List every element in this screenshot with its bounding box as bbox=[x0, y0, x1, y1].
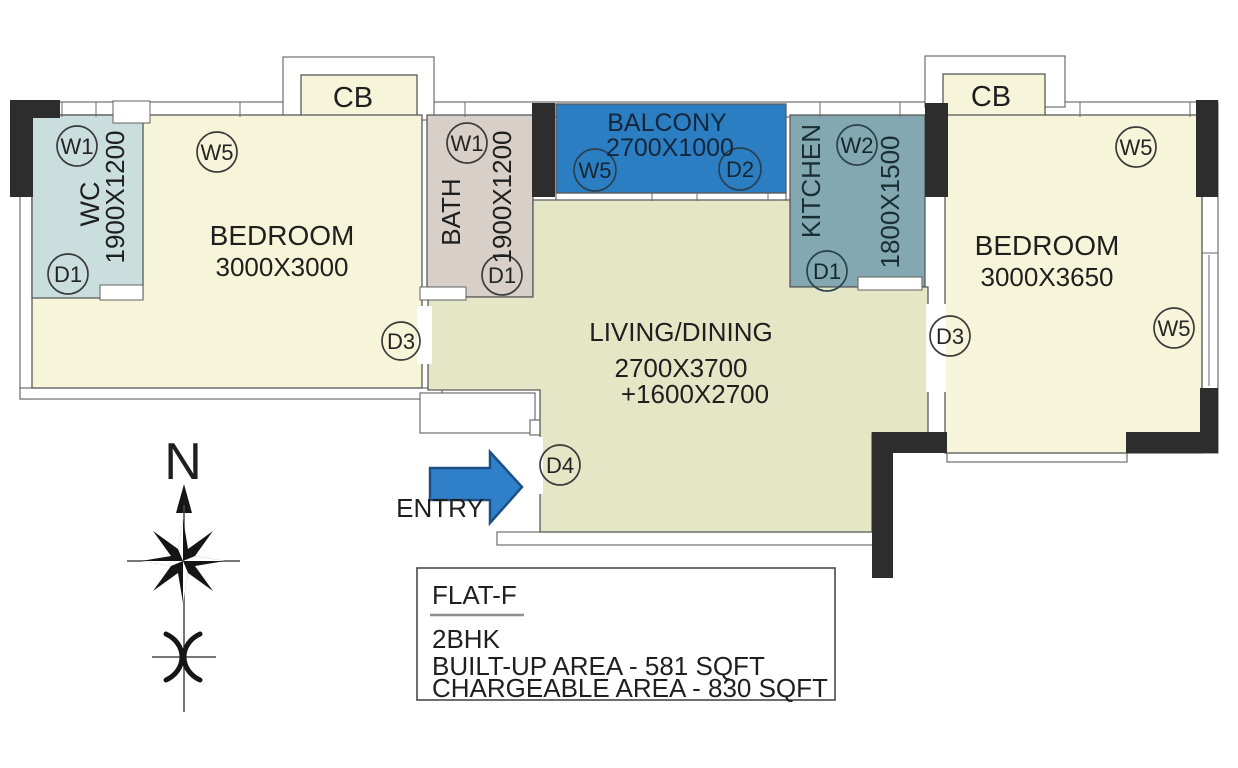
marker-circle bbox=[1115, 126, 1157, 168]
marker-label: W5 bbox=[201, 140, 234, 165]
living-label: LIVING/DINING bbox=[589, 317, 772, 347]
column-bottom-center-v bbox=[872, 432, 893, 578]
cupboard2-label: CB bbox=[971, 81, 1011, 113]
bath-label: BATH bbox=[436, 178, 466, 245]
marker-label: D3 bbox=[387, 329, 415, 354]
marker-circle bbox=[196, 131, 238, 173]
marker-label: W1 bbox=[61, 134, 94, 159]
marker-circle bbox=[47, 253, 89, 295]
marker-circle bbox=[446, 122, 488, 164]
info-chargeable-area: CHARGEABLE AREA - 830 SQFT bbox=[432, 673, 828, 703]
door-notch-bath bbox=[419, 286, 467, 301]
column-bottom-right-h bbox=[1126, 432, 1218, 453]
entry-label: ENTRY bbox=[396, 493, 484, 523]
wc-label: WC bbox=[75, 182, 105, 227]
compass-north-label: N bbox=[164, 433, 202, 491]
compass-arc-right-icon bbox=[181, 631, 203, 683]
info-box-border bbox=[416, 567, 836, 701]
marker-d1-wc: D1 bbox=[47, 253, 89, 295]
marker-label: D4 bbox=[546, 453, 574, 478]
kitchen-label: KITCHEN bbox=[796, 124, 826, 238]
door-notch-kitchen bbox=[857, 276, 923, 291]
marker-label: D3 bbox=[936, 324, 964, 349]
marker-d3-bedroom1: D3 bbox=[381, 321, 421, 361]
marker-w1-wc: W1 bbox=[56, 125, 98, 167]
bedroom2-label: BEDROOM bbox=[975, 230, 1120, 261]
room-bath bbox=[426, 114, 534, 298]
marker-circle bbox=[573, 148, 617, 192]
marker-w5-balcony: W5 bbox=[573, 148, 617, 192]
marker-circle bbox=[539, 444, 581, 486]
door-gap-entry bbox=[534, 437, 543, 494]
marker-d2-balcony: D2 bbox=[718, 147, 762, 191]
bedroom1-label: BEDROOM bbox=[210, 220, 355, 251]
door-notch-wc bbox=[99, 284, 144, 301]
marker-w1-bath: W1 bbox=[446, 122, 488, 164]
info-box: FLAT-F 2BHK BUILT-UP AREA - 581 SQFT CHA… bbox=[416, 567, 836, 703]
column-top-right bbox=[1196, 100, 1218, 197]
door-gap-bedroom2 bbox=[926, 304, 946, 392]
column-kitchen-right bbox=[925, 103, 948, 197]
living-dims: 2700X3700 bbox=[614, 353, 747, 383]
marker-w5-bedroom1: W5 bbox=[196, 131, 238, 173]
cupboard2-inner bbox=[942, 73, 1046, 121]
marker-circle bbox=[481, 254, 523, 296]
marker-label: D2 bbox=[726, 157, 754, 182]
column-top-left-v bbox=[10, 100, 33, 197]
door-gap-bedroom1 bbox=[417, 306, 432, 364]
info-flat-name: FLAT-F bbox=[432, 580, 517, 610]
marker-label: W2 bbox=[841, 133, 874, 158]
compass-arrowhead-icon bbox=[176, 484, 192, 513]
marker-d4-living: D4 bbox=[539, 444, 581, 486]
marker-label: W1 bbox=[451, 131, 484, 156]
marker-label: W5 bbox=[579, 158, 612, 183]
marker-circle bbox=[718, 147, 762, 191]
compass: N bbox=[127, 433, 240, 712]
compass-rose-facet-w bbox=[141, 561, 183, 566]
marker-circle bbox=[929, 315, 971, 357]
marker-label: D1 bbox=[488, 263, 516, 288]
bedroom1-dims: 3000X3000 bbox=[215, 252, 348, 282]
marker-d3-bedroom2: D3 bbox=[929, 315, 971, 357]
living-dims-extra: +1600X2700 bbox=[621, 379, 769, 409]
marker-label: D1 bbox=[813, 259, 841, 284]
marker-label: D1 bbox=[54, 262, 82, 287]
room-bedroom2 bbox=[944, 114, 1203, 454]
balcony-dims: 2700X1000 bbox=[606, 134, 734, 162]
cupboard1-inner bbox=[300, 74, 418, 123]
wall-band-bottom-left bbox=[19, 387, 443, 400]
marker-circle bbox=[1153, 307, 1195, 349]
entry-recess bbox=[419, 392, 536, 434]
wc-dims: 1900X1200 bbox=[100, 130, 130, 263]
marker-label: W5 bbox=[1158, 316, 1191, 341]
wall-band-living-bottom bbox=[496, 531, 876, 546]
compass-rose-facet-s bbox=[183, 561, 188, 603]
kitchen-dims: 1800X1500 bbox=[875, 135, 905, 268]
entry-arrow-icon bbox=[428, 448, 524, 527]
marker-circle bbox=[806, 250, 848, 292]
cupboard1-label: CB bbox=[333, 82, 373, 114]
info-type: 2BHK bbox=[432, 624, 501, 654]
window-notch-wc bbox=[112, 100, 151, 124]
marker-d1-bath: D1 bbox=[481, 254, 523, 296]
info-built-up-area: BUILT-UP AREA - 581 SQFT bbox=[432, 651, 765, 681]
compass-rose-facet-e bbox=[183, 556, 225, 561]
balcony-label: BALCONY bbox=[607, 109, 727, 137]
marker-w5-bedroom2-right: W5 bbox=[1153, 307, 1195, 349]
column-bath-balcony bbox=[532, 103, 555, 197]
marker-label: W5 bbox=[1120, 135, 1153, 160]
marker-d1-kitchen: D1 bbox=[806, 250, 848, 292]
column-bottom-right-v bbox=[1200, 388, 1218, 453]
marker-circle bbox=[836, 124, 878, 166]
bath-dims: 1900X1200 bbox=[487, 130, 517, 263]
marker-circle bbox=[381, 321, 421, 361]
bedroom2-dims: 3000X3650 bbox=[980, 262, 1113, 292]
marker-w5-bedroom2-top: W5 bbox=[1115, 126, 1157, 168]
wall-band-bedroom2-bottom bbox=[946, 452, 1128, 463]
compass-rose-facet-n bbox=[178, 519, 183, 561]
marker-circle bbox=[56, 125, 98, 167]
marker-w2-kitchen: W2 bbox=[836, 124, 878, 166]
